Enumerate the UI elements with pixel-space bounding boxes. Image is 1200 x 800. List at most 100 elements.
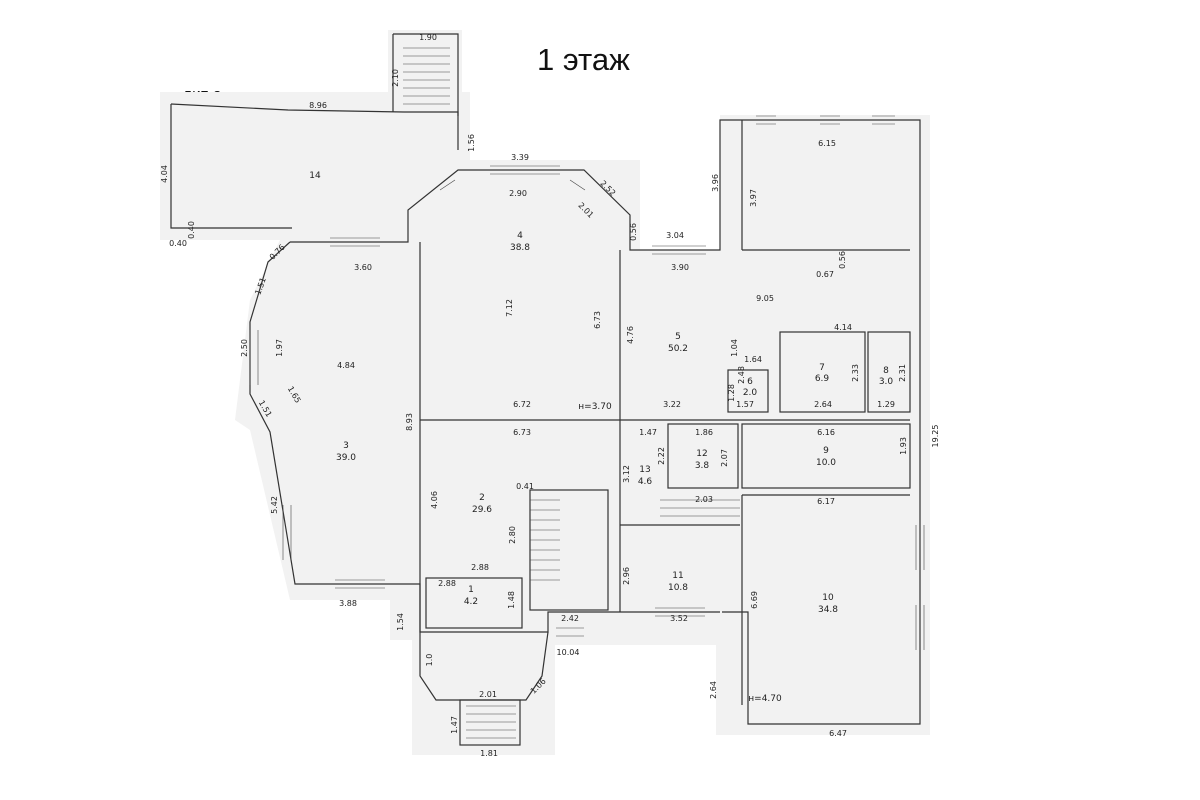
dimension: 6.72 [513,400,531,409]
dimension: 4.14 [834,323,852,332]
dimension: 1.57 [736,400,754,409]
room-number: 13 [639,465,650,475]
room-area: 10.0 [816,458,836,468]
dimension: 1.90 [419,33,437,42]
room-area: 4.6 [638,477,653,487]
dimension: 1.86 [695,428,713,437]
dimension: 4.84 [337,361,355,370]
dimension: 1.47 [639,428,657,437]
dimension: 0.41 [516,482,534,491]
room-number: 11 [672,571,683,581]
dimension: 3.39 [511,153,529,162]
dimension: 2.88 [471,563,489,572]
dimension: 1.48 [507,591,516,609]
dimension: 6.69 [750,591,759,609]
dimension: 2.88 [438,579,456,588]
dimension: 1.64 [744,355,762,364]
dimension: 3.90 [671,263,689,272]
dimension: 4.04 [160,165,169,183]
dimension: 2.64 [814,400,832,409]
room-number: 5 [675,332,681,342]
room-number: 8 [883,366,889,376]
room-number: 12 [696,449,707,459]
room-number: 14 [309,171,321,181]
dimension: 2.33 [851,364,860,382]
room-area: 10.8 [668,583,688,593]
dimension: 1.0 [425,654,434,667]
dimension: 19.25 [931,425,940,448]
dimension: 0.40 [169,239,187,248]
dimension-labels: 1.90 8.96 0.40 3.39 2.90 3.04 3.90 6.15 … [169,33,895,758]
room-number: 3 [343,441,349,451]
dimension: 9.05 [756,294,774,303]
room-area: 3.8 [695,461,710,471]
room-number: 7 [819,363,825,373]
dimension: 3.52 [670,614,688,623]
dimension: 1.81 [480,749,498,758]
stairs [403,47,740,739]
room-area: 2.0 [743,388,758,398]
dimension: 3.96 [711,174,720,192]
room-area: 34.8 [818,605,838,615]
dimension: 4.06 [430,491,439,509]
dimension: 6.17 [817,497,835,506]
dimension: 2.96 [622,567,631,585]
ceiling-height: н=4.70 [748,694,782,704]
dimension: 10.04 [557,648,580,657]
plan-background [160,30,930,755]
dimension: 2.42 [561,614,579,623]
room-area: 6.9 [815,374,830,384]
room-area: 29.6 [472,505,492,515]
room-area: 38.8 [510,243,530,253]
dimension: 2.01 [479,690,497,699]
room-area: 39.0 [336,453,356,463]
dimension: 6.47 [829,729,847,738]
ceiling-height: н=3.70 [578,402,612,412]
dimension: 2.10 [391,69,400,87]
dimension: 7.12 [505,299,514,317]
outer-walls [170,33,921,746]
dimension: 1.28 [727,384,736,402]
dimension: 6.16 [817,428,835,437]
dimension: 2.90 [509,189,527,198]
room-number: 9 [823,446,829,456]
inner-walls [419,120,911,705]
room-area: 4.2 [464,597,478,607]
dimension: 3.97 [749,189,758,207]
dimension: 0.56 [629,223,638,241]
dimension: 1.47 [450,716,459,734]
dimension: 2.22 [657,447,666,465]
dimension: 8.96 [309,101,327,110]
dimension: 2.50 [240,339,249,357]
dimension: 1.54 [396,613,405,631]
dimension: 3.22 [663,400,681,409]
dimension: 2.48 [737,366,746,384]
dimension: 2.07 [720,449,729,467]
dimension: 2.80 [508,526,517,544]
dimension: 0.67 [816,270,834,279]
dimension: 3.04 [666,231,684,240]
dimension: 0.56 [838,251,847,269]
windows [249,115,925,650]
room-number: 1 [468,585,474,595]
dimension: 2.64 [709,681,718,699]
dimension: 6.73 [593,311,602,329]
dimension: 1.56 [467,134,476,152]
dimension: 2.31 [898,364,907,382]
dimension: 1.93 [899,437,908,455]
room-number: 4 [517,231,523,241]
dimension: 5.42 [270,496,279,514]
dimension: 2.03 [695,495,713,504]
dimension: 4.76 [626,326,635,344]
room-number: 6 [747,377,753,387]
dimension: 3.60 [354,263,372,272]
room-area: 50.2 [668,344,688,354]
room-labels: 1 4.2 2 29.6 3 39.0 4 38.8 5 50.2 6 2.0 … [309,171,893,704]
room-area: 3.0 [879,377,894,387]
dimension: 6.73 [513,428,531,437]
room-number: 10 [822,593,834,603]
dimension: 1.04 [730,339,739,357]
dimension: 0.40 [187,221,196,239]
dimension: 1.97 [275,339,284,357]
